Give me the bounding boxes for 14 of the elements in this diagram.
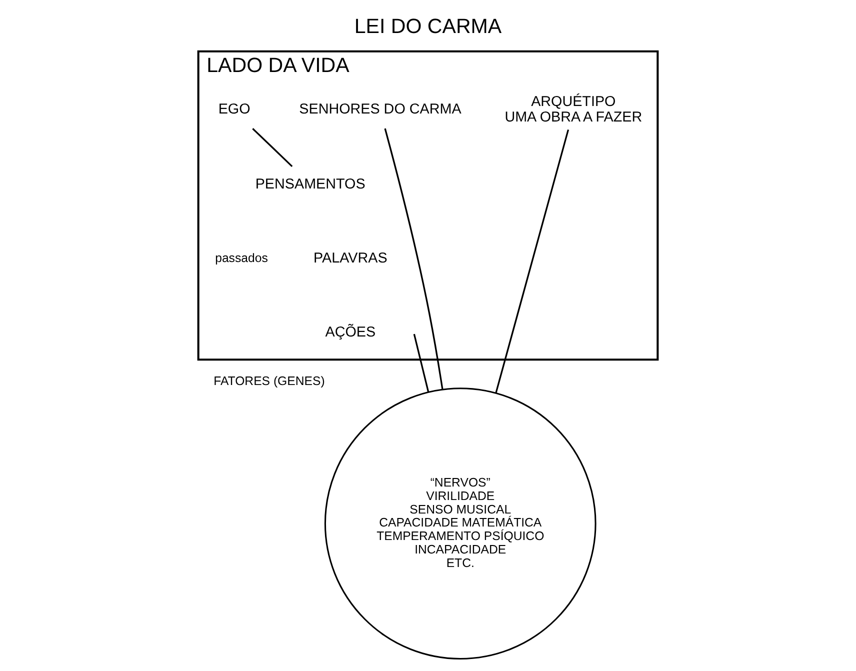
connector [495,129,570,393]
node-text: ARQUÉTIPO UMA OBRA A FAZER [504,94,642,126]
node-text: PENSAMENTOS [255,176,366,193]
diagram-title: LEI DO CARMA [354,14,502,38]
node-text: EGO [218,102,250,118]
connector [413,334,430,392]
label: passados [215,251,268,266]
node-text: AÇÕES [325,324,376,341]
node-circle: “NERVOS” VIRILIDADE SENSO MUSICAL CAPACIDADE MATEMÁTICA TEMPERAMENTO PSÍQUICO INCAPACIDADE ETC. [324,388,596,660]
node-text: SENHORES DO CARMA [299,102,462,118]
node-text: PALAVRAS [314,250,388,267]
connector [384,128,444,390]
connector [252,128,293,167]
node-label: FATORES (GENES) [214,374,325,388]
